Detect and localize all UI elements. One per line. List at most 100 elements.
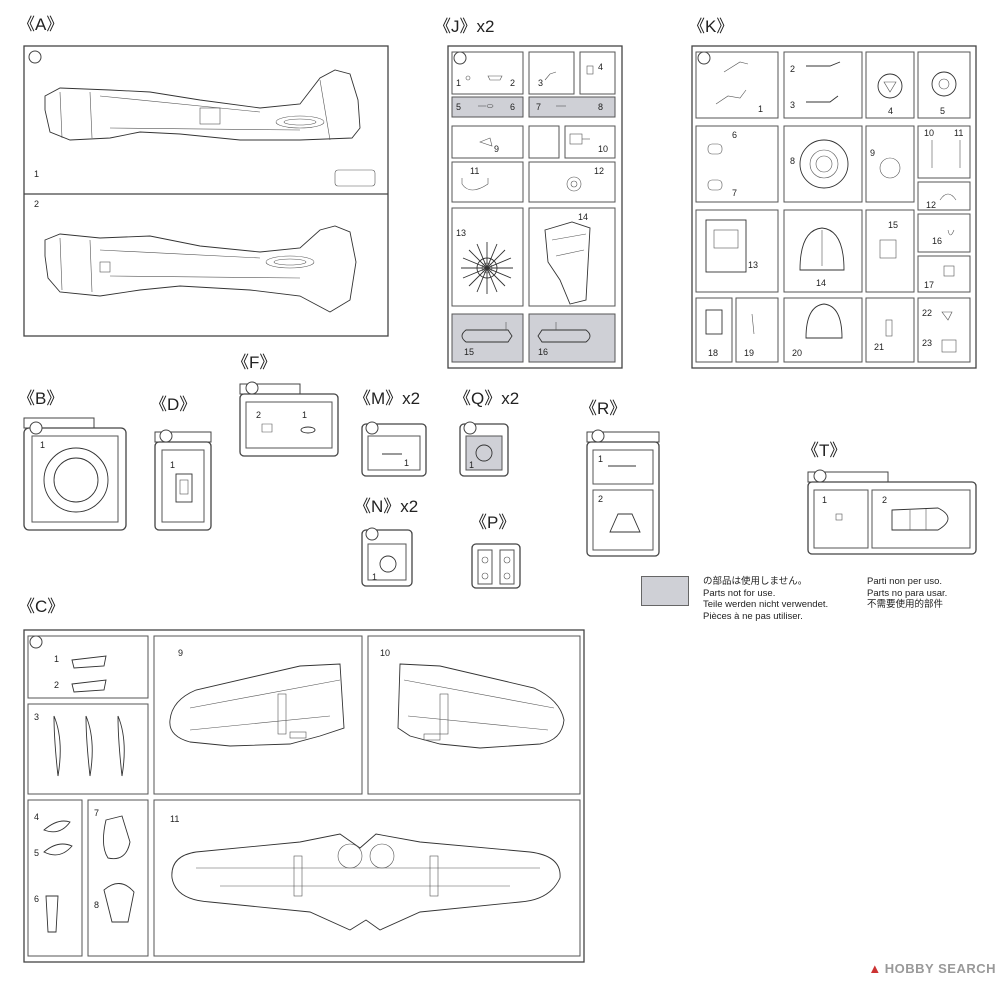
legend-right: Parti non per uso. Parts no para usar. 不… [867, 576, 947, 611]
sheet-a-part-1: 1 [34, 169, 39, 179]
sheet-j-part-3: 3 [538, 78, 543, 88]
hobby-search-logo-icon: ▲ [868, 961, 882, 976]
sheet-c-part-9: 9 [178, 648, 183, 658]
sheet-k-part-16: 16 [932, 236, 942, 246]
sheet-d-part-1: 1 [170, 460, 175, 470]
sheet-k-part-7: 7 [732, 188, 737, 198]
sprue-gate-icon [159, 429, 173, 443]
sheet-k-part-1: 1 [758, 104, 763, 114]
sheet-j-part-14: 14 [578, 212, 588, 222]
sheet-j-part-10: 10 [598, 144, 608, 154]
sheet-c-part-1: 1 [54, 654, 59, 664]
sheet-t: 《T》 1 2 [802, 441, 977, 555]
wing-upper-right-icon [397, 663, 565, 749]
sheet-d: 《D》 1 [150, 395, 212, 531]
wing-upper-left-icon [169, 663, 345, 747]
sheet-j-part-8: 8 [598, 102, 603, 112]
sheet-c-part-6: 6 [34, 894, 39, 904]
sheet-c-part-3: 3 [34, 712, 39, 722]
sprue-gate-icon [591, 429, 605, 443]
legend-text: Parti non per uso. [867, 576, 942, 587]
sheet-t-part-1: 1 [822, 495, 827, 505]
sheet-j-part-15: 15 [464, 347, 474, 357]
sprue-gate-icon [813, 469, 827, 483]
sheet-k-part-22: 22 [922, 308, 932, 318]
sheet-k: 《K》 1 2 3 4 5 6 7 8 9 10 11 12 13 [688, 17, 977, 369]
wheel-fairing-icon [103, 815, 131, 860]
sprue-gate-icon [453, 51, 467, 65]
sheet-m-label: 《M》x2 [354, 389, 420, 408]
sheet-c-part-2: 2 [54, 680, 59, 690]
canopy-icon [891, 507, 949, 531]
sheet-k-part-18: 18 [708, 348, 718, 358]
sheet-c-part-5: 5 [34, 848, 39, 858]
sheet-q-label: 《Q》x2 [454, 389, 519, 408]
radial-engine-icon [461, 242, 513, 294]
sheet-j: 《J》x2 1 2 3 4 5 6 7 8 9 10 11 12 13 14 1… [434, 17, 623, 369]
sheet-k-part-23: 23 [922, 338, 932, 348]
legend-text: Teile werden nicht verwendet. [703, 599, 829, 610]
sheet-j-part-1: 1 [456, 78, 461, 88]
sheet-m: 《M》x2 1 [354, 389, 427, 477]
sheet-k-part-2: 2 [790, 64, 795, 74]
sheet-k-label: 《K》 [688, 17, 733, 36]
sheet-j-part-6: 6 [510, 102, 515, 112]
wing-lower-icon [171, 833, 561, 931]
sheet-j-part-9: 9 [494, 144, 499, 154]
gun-cover-icon [799, 227, 845, 271]
sheet-c-part-4: 4 [34, 812, 39, 822]
sprue-gate-icon [463, 421, 477, 435]
cowl-panel-icon [544, 221, 591, 305]
sheet-m-part-1: 1 [404, 458, 409, 468]
legend-text: 不需要使用的部件 [867, 599, 944, 610]
sheet-a-label: 《A》 [18, 15, 63, 34]
legend-text: Parts not for use. [703, 587, 776, 599]
legend-text: の部品は使用しません。 [703, 576, 808, 587]
sheet-n: 《N》x2 1 [354, 497, 418, 587]
sheet-k-part-20: 20 [792, 348, 802, 358]
sheet-f-label: 《F》 [232, 353, 276, 372]
sprue-gate-icon [365, 527, 379, 541]
cowl-ring-icon [43, 447, 109, 513]
sheet-c-part-7: 7 [94, 808, 99, 818]
sheet-j-part-16: 16 [538, 347, 548, 357]
canopy-piece-icon [805, 303, 843, 339]
sprue-gate-icon [29, 421, 43, 435]
sheet-p: 《P》 [470, 513, 521, 589]
sheet-b-part-1: 1 [40, 440, 45, 450]
sheet-n-part-1: 1 [372, 572, 377, 582]
sheet-c-part-10: 10 [380, 648, 390, 658]
sheet-d-label: 《D》 [150, 395, 196, 414]
sheet-k-part-9: 9 [870, 148, 875, 158]
sheet-r-label: 《R》 [580, 399, 626, 418]
sheet-r-part-2: 2 [598, 494, 603, 504]
sheet-b: 《B》 1 [18, 389, 127, 531]
legend-text: Pièces à ne pas utiliser. [703, 610, 803, 622]
sheet-f: 《F》 2 1 [232, 353, 339, 457]
sheet-r: 《R》 1 2 [580, 399, 660, 557]
sprue-gate-icon [28, 50, 42, 64]
sheet-k-part-13: 13 [748, 260, 758, 270]
sheet-t-label: 《T》 [802, 441, 846, 460]
sheet-j-part-11: 11 [470, 166, 479, 176]
sprue-gate-icon [29, 635, 43, 649]
sheet-r-part-1: 1 [598, 454, 603, 464]
sheet-q-part-1: 1 [469, 460, 474, 470]
fuselage-half-icon [44, 225, 357, 313]
sheet-k-part-19: 19 [744, 348, 754, 358]
sheet-k-part-17: 17 [924, 280, 934, 290]
sheet-k-part-14: 14 [816, 278, 826, 288]
sheet-k-part-5: 5 [940, 106, 945, 116]
sheet-a: 《A》 1 2 [18, 15, 389, 337]
sheet-j-part-5: 5 [456, 102, 461, 112]
sheet-j-part-12: 12 [594, 166, 604, 176]
sheet-j-part-2: 2 [510, 78, 515, 88]
sheet-c-part-8: 8 [94, 900, 99, 910]
sheet-c: 《C》 1 2 3 4 5 6 7 8 9 10 11 [18, 597, 585, 963]
sheet-j-part-4: 4 [598, 62, 603, 72]
sheet-p-label: 《P》 [470, 513, 515, 532]
sheet-k-part-3: 3 [790, 100, 795, 110]
sheet-k-part-10: 10 [924, 128, 934, 138]
propeller-blade-icon [53, 715, 125, 777]
